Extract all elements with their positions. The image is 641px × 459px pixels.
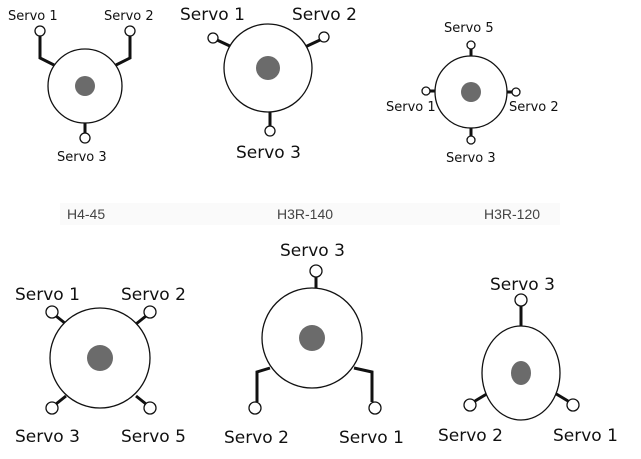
servo-label: Servo 2	[121, 285, 186, 305]
servo-pin	[421, 86, 431, 96]
servo-arm	[55, 314, 147, 406]
servo-pin	[248, 401, 262, 415]
diagram-bottom-center: Servo 3 Servo 2 Servo 1	[224, 241, 404, 448]
servo-pin	[318, 31, 330, 43]
servo-label: Servo 5	[121, 427, 186, 447]
servo-pin	[463, 398, 477, 412]
servo-label: Servo 3	[280, 241, 345, 261]
servo-pin	[511, 87, 521, 97]
servo-pin	[124, 25, 136, 37]
caption-h3r-140: H3R-140	[277, 206, 333, 222]
servo-arm	[304, 38, 321, 49]
servo-label: Servo 1	[15, 285, 80, 305]
caption-h4-45: H4-45	[67, 206, 105, 222]
servo-arm	[38, 36, 57, 68]
servo-pin	[34, 25, 46, 37]
servo-label: Servo 3	[490, 275, 555, 295]
servo-arm	[430, 49, 512, 136]
diagram-bottom-left: Servo 1 Servo 2 Servo 3 Servo 5	[15, 285, 186, 447]
servo-label: Servo 2	[104, 9, 154, 24]
servo-label: Servo 3	[236, 143, 301, 163]
servo-label: Servo 5	[444, 21, 494, 36]
servo-arm	[255, 277, 374, 402]
servo-pin	[143, 305, 157, 319]
servo-pin	[207, 32, 219, 44]
diagram-bottom-right: Servo 3 Servo 2 Servo 1	[438, 275, 618, 446]
servo-label: Servo 2	[224, 428, 289, 448]
servo-pin	[143, 401, 157, 415]
servo-label: Servo 2	[292, 5, 357, 25]
caption-band	[60, 203, 560, 225]
servo-pin	[79, 132, 91, 144]
servo-label: Servo 1	[8, 9, 58, 24]
diagram-top-right: Servo 5 Servo 1 Servo 2 Servo 3	[386, 21, 559, 166]
servo-label: Servo 1	[386, 100, 436, 115]
servo-label: Servo 1	[339, 428, 404, 448]
hub-dot	[461, 82, 481, 102]
hub-dot	[256, 56, 280, 80]
caption-h3r-120: H3R-120	[484, 206, 540, 222]
servo-pin	[309, 264, 323, 278]
servo-arm	[113, 36, 132, 68]
hub-dot	[511, 361, 531, 385]
diagram-top-left: Servo 1 Servo 2 Servo 3	[8, 9, 154, 165]
servo-label: Servo 3	[15, 427, 80, 447]
servo-pin	[466, 135, 476, 145]
servo-pin	[368, 401, 382, 415]
hub-dot	[75, 76, 95, 96]
servo-pin	[514, 293, 528, 307]
servo-pin	[466, 40, 476, 50]
servo-pin	[264, 125, 276, 137]
servo-label: Servo 2	[509, 100, 559, 115]
servo-pin	[45, 305, 59, 319]
servo-label: Servo 3	[57, 150, 107, 165]
hub-dot	[299, 325, 325, 351]
diagram-top-center: Servo 1 Servo 2 Servo 3	[180, 5, 357, 163]
servo-pin	[45, 401, 59, 415]
servo-pin	[566, 398, 580, 412]
servo-label: Servo 3	[446, 151, 496, 166]
hub-dot	[87, 345, 113, 371]
servo-label: Servo 2	[438, 426, 503, 446]
servo-label: Servo 1	[180, 5, 245, 25]
servo-label: Servo 1	[553, 426, 618, 446]
